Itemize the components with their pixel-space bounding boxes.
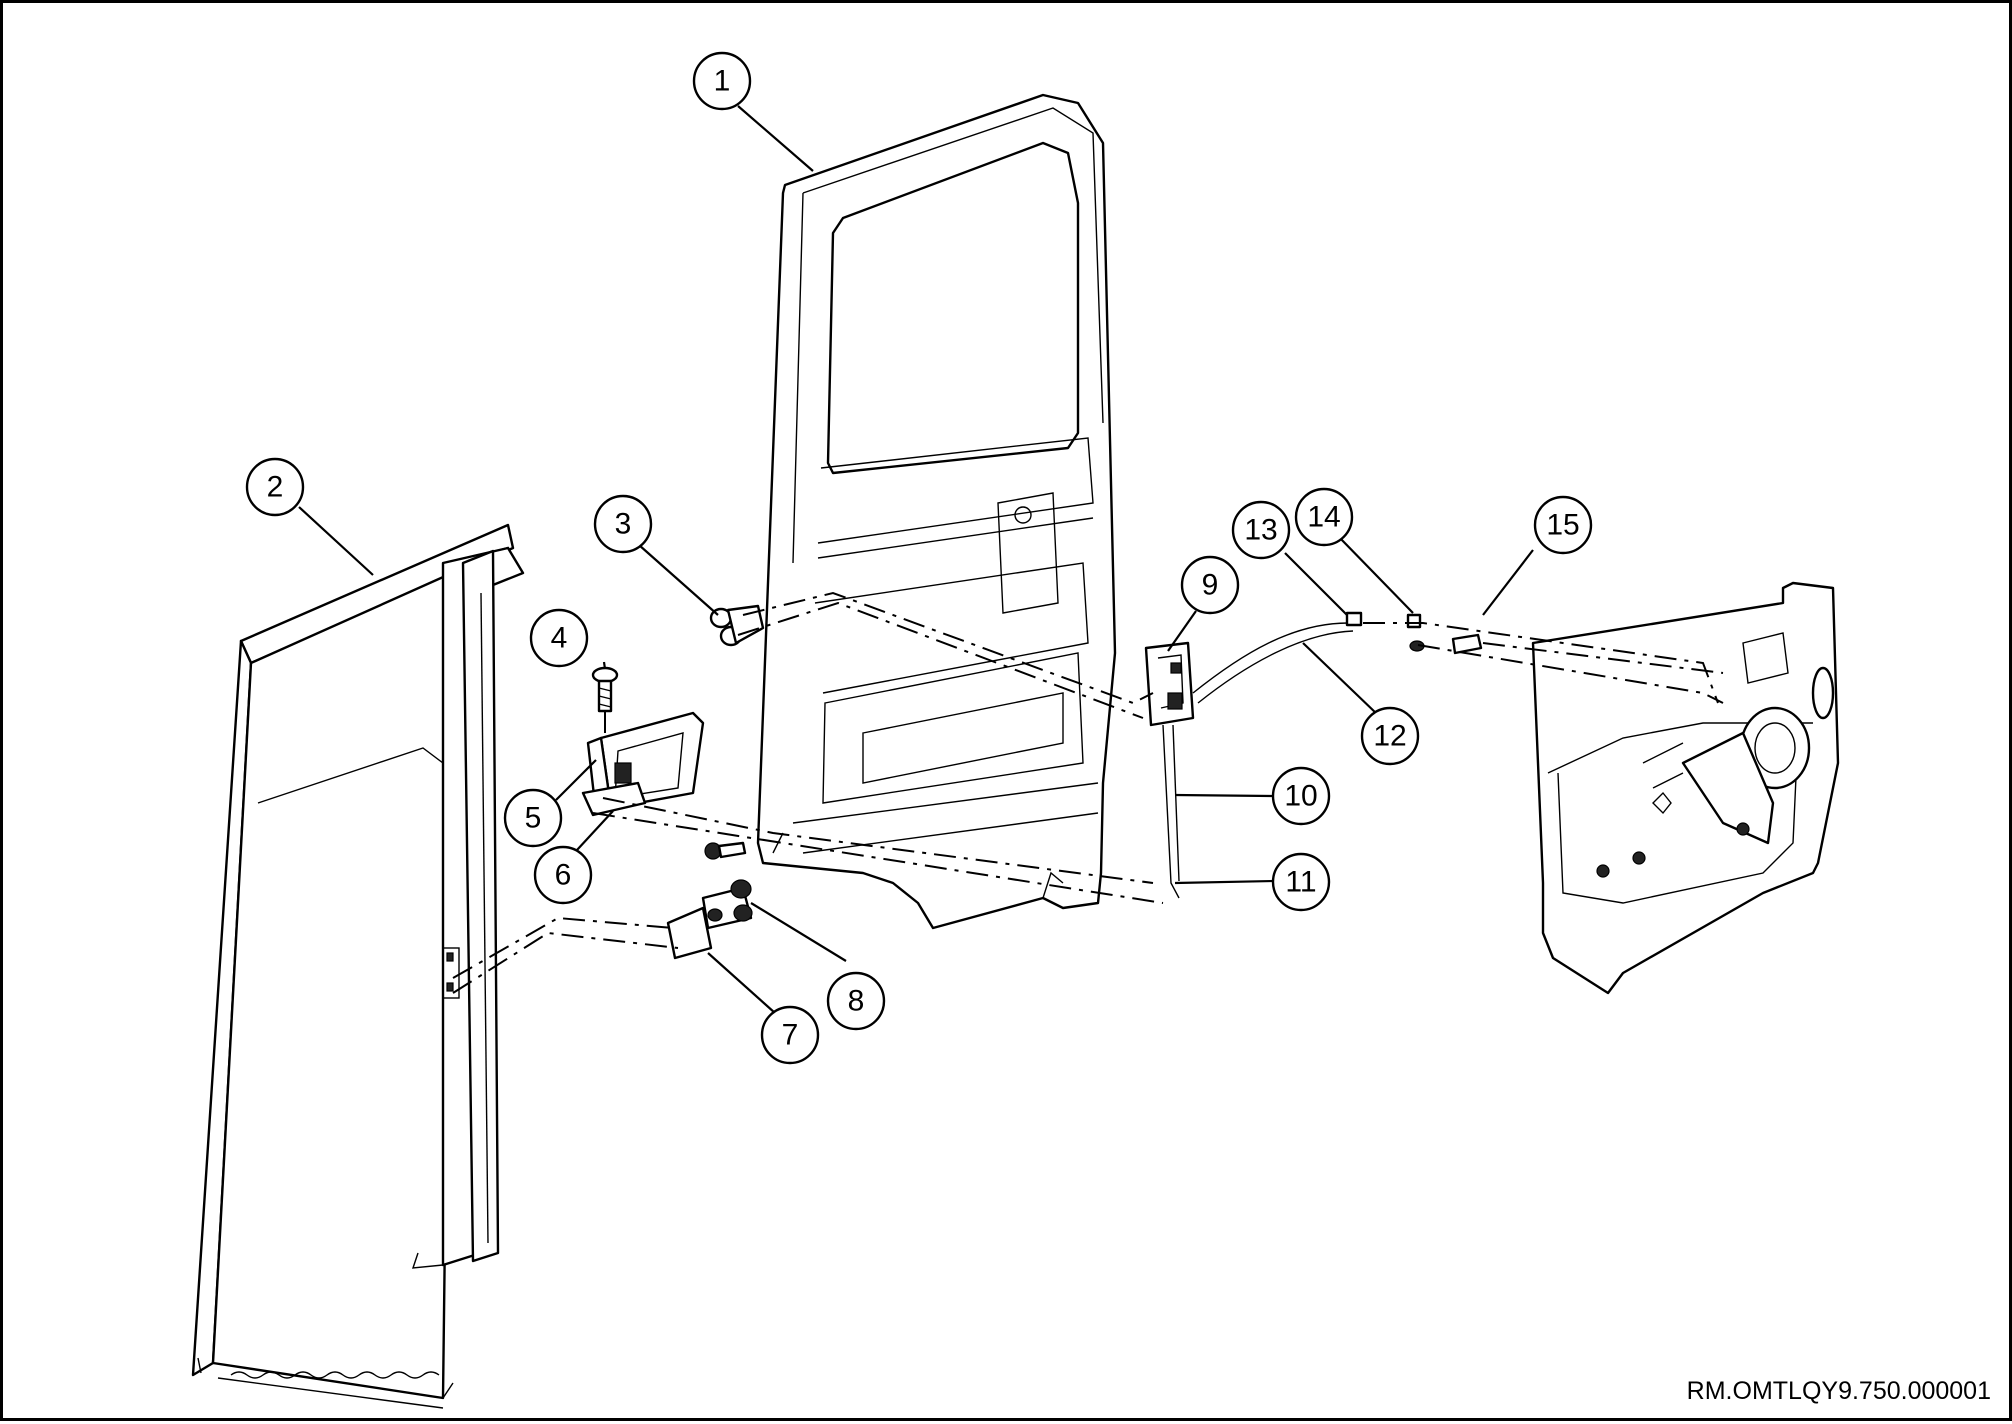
callout-7-label: 7: [782, 1019, 799, 1052]
callout-2: 2: [245, 457, 305, 517]
callout-11: 11: [1271, 852, 1331, 912]
callout-9: 9: [1180, 555, 1240, 615]
callout-8: 8: [826, 971, 886, 1031]
part-door-trim-panel: [1531, 581, 1840, 995]
callout-4: 4: [529, 608, 589, 668]
callout-1: 1: [692, 51, 752, 111]
callout-5: 5: [503, 788, 563, 848]
callout-12-label: 12: [1373, 720, 1406, 753]
leader-lines: [298, 105, 1534, 1014]
part-door-shell: [756, 93, 1117, 930]
callout-4-label: 4: [551, 622, 568, 655]
part-door-frame-pillar: [191, 523, 525, 1409]
callout-14: 14: [1294, 487, 1354, 547]
part-screw: [591, 666, 619, 748]
callout-9-label: 9: [1202, 569, 1219, 602]
callout-15-label: 15: [1546, 509, 1579, 542]
part-remote-rods: [1162, 622, 1354, 899]
callout-10-label: 10: [1284, 780, 1317, 813]
callout-2-label: 2: [267, 471, 284, 504]
callout-3: 3: [593, 494, 653, 554]
callout-6-label: 6: [555, 859, 572, 892]
part-hinges: [666, 879, 753, 960]
part-handle-clips: [1345, 611, 1483, 655]
callout-5-label: 5: [525, 802, 542, 835]
callout-13: 13: [1231, 500, 1291, 560]
callout-11-label: 11: [1285, 866, 1316, 899]
figure-reference-code: RM.OMTLQY9.750.000001: [1686, 1377, 1991, 1405]
callout-6: 6: [533, 845, 593, 905]
part-door-latch: [1144, 641, 1195, 727]
callout-13-label: 13: [1244, 514, 1277, 547]
callout-7: 7: [760, 1005, 820, 1065]
part-inside-handle: [581, 711, 705, 817]
part-screw-lower: [704, 841, 747, 860]
callout-14-label: 14: [1307, 501, 1340, 534]
assembly-lines: [452, 591, 1724, 994]
callout-3-label: 3: [615, 508, 632, 541]
callout-12: 12: [1360, 706, 1420, 766]
callout-10: 10: [1271, 766, 1331, 826]
part-grommets: [709, 604, 765, 647]
callout-15: 15: [1533, 495, 1593, 555]
callout-8-label: 8: [848, 985, 865, 1018]
callout-1-label: 1: [714, 65, 731, 98]
